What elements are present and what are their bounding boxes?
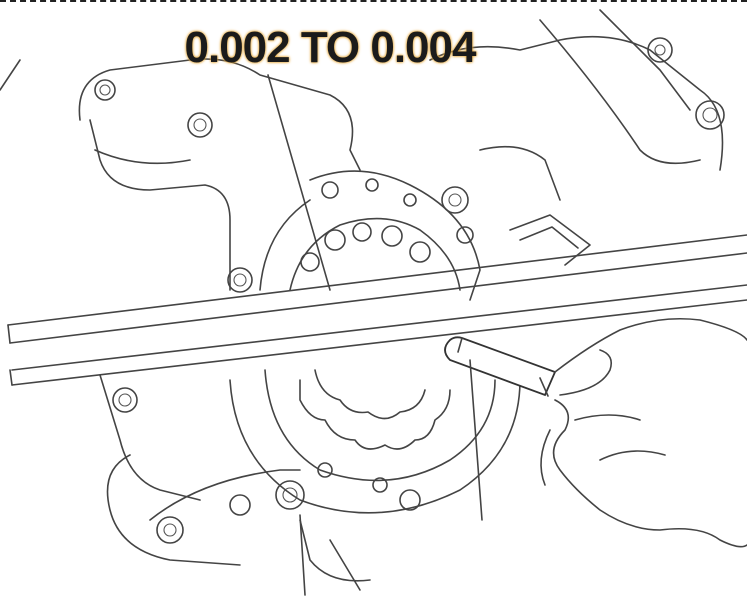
feeler-gauge-icon — [444, 336, 557, 397]
dashed-border — [0, 0, 747, 2]
gear-icon — [289, 217, 461, 493]
engine-block-outline — [0, 9, 724, 591]
clearance-callout-label: 0.002 TO 0.004 — [184, 23, 477, 72]
mounting-bolts — [94, 37, 725, 544]
pump-housing — [229, 170, 521, 514]
straightedge-icon — [7, 234, 747, 386]
leader-lines — [267, 74, 483, 596]
hand-icon — [540, 318, 747, 548]
